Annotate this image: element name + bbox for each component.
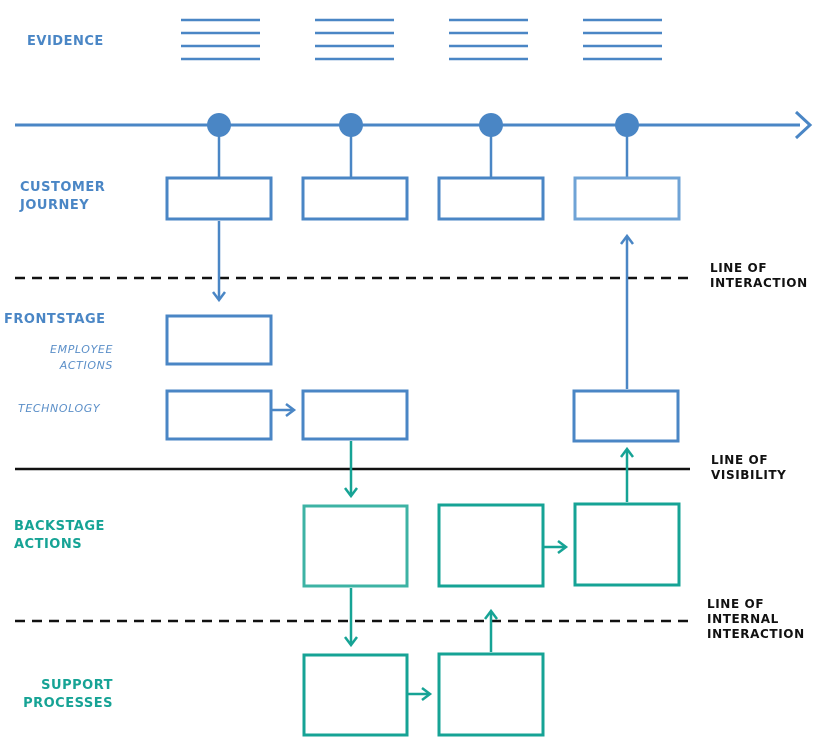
evidence-icon-1 (181, 18, 260, 61)
support-box-1 (302, 653, 409, 737)
customer-journey-box-1 (165, 176, 273, 221)
touchpoint-1 (207, 113, 231, 178)
line-label-internal-interaction: LINE OF INTERNAL INTERACTION (707, 597, 805, 641)
technology-box-1 (165, 389, 273, 441)
technology-box-4 (572, 389, 680, 443)
technology-box-2 (301, 389, 409, 441)
backstage-box-1 (302, 504, 409, 588)
touchpoint-4 (615, 113, 639, 178)
backstage-box-3 (573, 502, 681, 587)
line-label-visibility: LINE OF VISIBILITY (711, 453, 787, 482)
timeline-arrowhead (794, 110, 813, 140)
lane-label-backstage-actions: BACKSTAGE ACTIONS (14, 519, 105, 552)
customer-journey-box-3 (437, 176, 545, 221)
line-label-interaction: LINE OF INTERACTION (710, 261, 808, 290)
touchpoint-3 (479, 113, 503, 178)
customer-journey-box-2 (301, 176, 409, 221)
lane-sublabel-technology: TECHNOLOGY (18, 402, 101, 415)
evidence-icon-2 (315, 18, 394, 61)
lane-sublabel-employee-actions: EMPLOYEE ACTIONS (50, 343, 113, 372)
backstage-box-2 (437, 503, 545, 588)
employee-action-box (165, 314, 273, 366)
touchpoint-2 (339, 113, 363, 178)
customer-journey-box-4 (573, 176, 681, 221)
lane-label-customer-journey: CUSTOMER JOURNEY (20, 180, 106, 213)
support-box-2 (437, 652, 545, 737)
lane-label-support-processes: SUPPORT PROCESSES (23, 678, 113, 711)
evidence-icon-4 (583, 18, 662, 61)
lane-label-evidence: EVIDENCE (27, 34, 104, 49)
evidence-icon-3 (449, 18, 528, 61)
lane-label-frontstage: FRONTSTAGE (4, 312, 106, 327)
